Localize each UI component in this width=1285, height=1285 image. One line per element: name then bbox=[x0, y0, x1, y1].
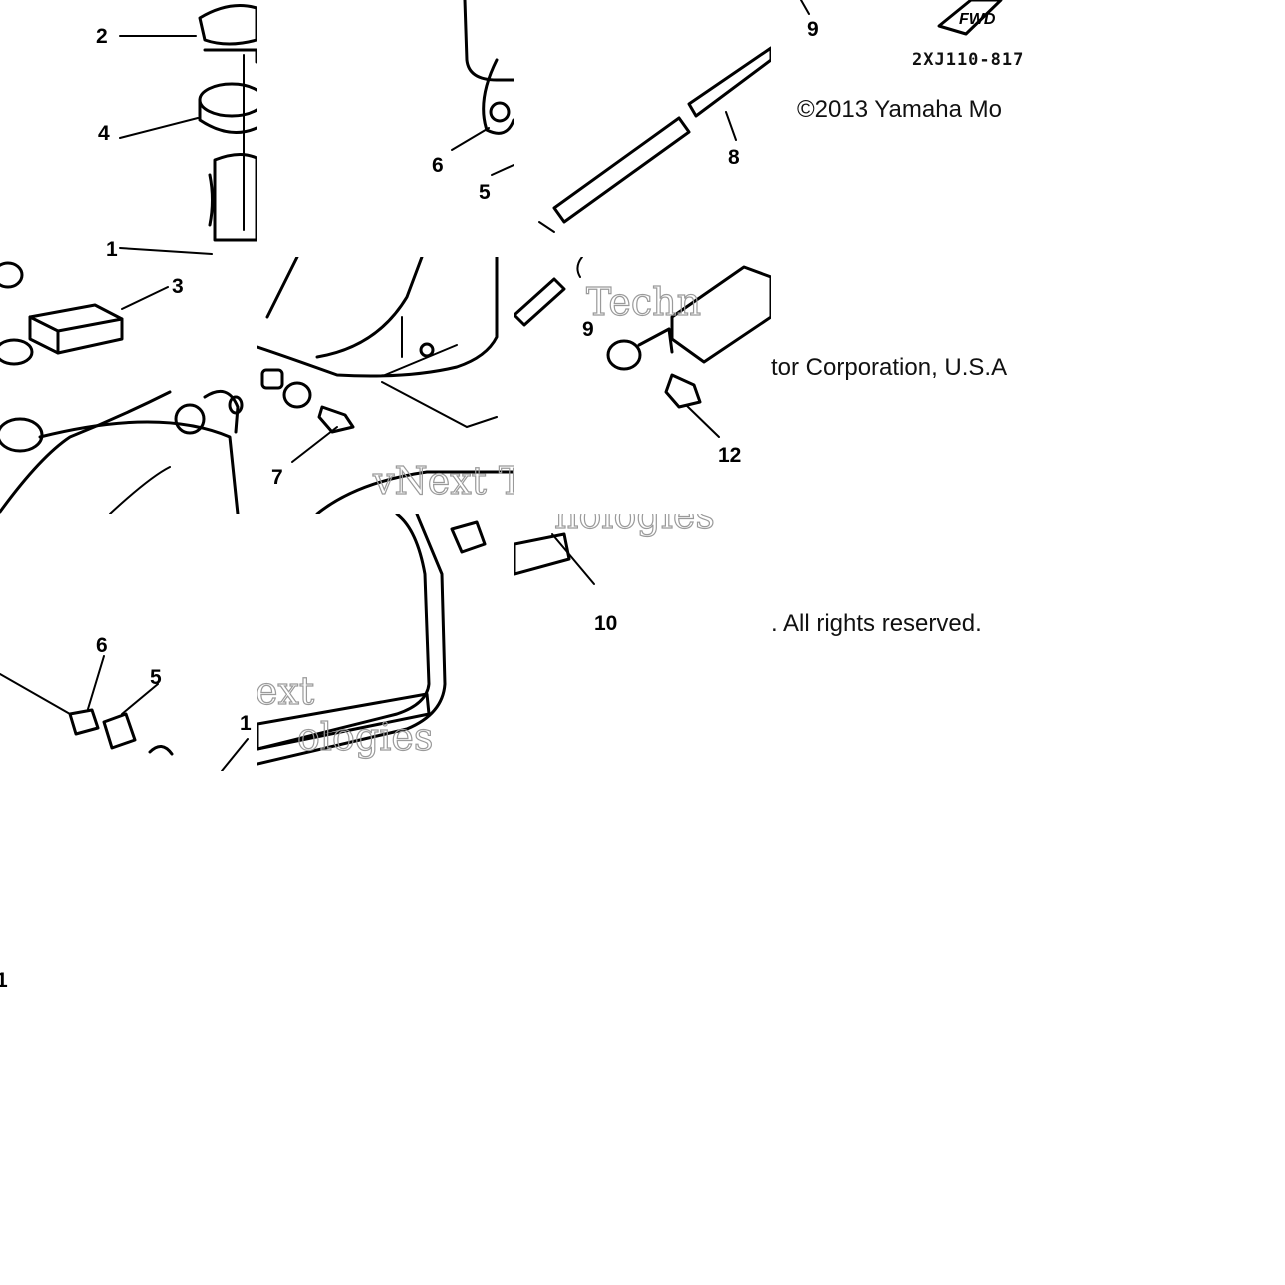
tank-fittings-drawing: 7 vNext Te bbox=[257, 257, 514, 514]
tile-tank-fittings: 7 vNext Te bbox=[257, 257, 514, 514]
tile-bracket: 9 12 Techn bbox=[514, 257, 771, 514]
watermark-fragment-6: nologies bbox=[554, 514, 715, 537]
hose-segment-drawing: 8 bbox=[538, 46, 771, 233]
callout-8: 8 bbox=[728, 146, 740, 169]
callout-6: 6 bbox=[432, 154, 444, 177]
fwd-arrow-drawing: FWD 9 bbox=[800, 0, 1003, 41]
callout-7: 7 bbox=[271, 466, 283, 489]
watermark-fragment-4: ext bbox=[257, 669, 314, 713]
callout-5: 5 bbox=[479, 181, 491, 204]
tile-plate: 10 nologies bbox=[514, 514, 771, 771]
tile-rights: . All rights reserved. bbox=[771, 514, 1028, 771]
tile-hose: 6 5 bbox=[257, 0, 514, 257]
tile-header: FWD 9 2XJ110-817 ©2013 Yamaha Mo bbox=[771, 0, 1028, 257]
callout-10: 10 bbox=[594, 612, 617, 635]
guard-drawing: ext ologies bbox=[257, 514, 487, 766]
copyright-middle: tor Corporation, U.S.A bbox=[771, 354, 1008, 381]
callout-2: 2 bbox=[96, 25, 108, 48]
tile-lower-fittings: 6 5 1 bbox=[0, 514, 257, 771]
callout-3: 3 bbox=[172, 275, 184, 298]
callout-1-bottom: 1 bbox=[0, 969, 8, 992]
hose-drawing: 6 5 bbox=[432, 0, 514, 204]
tile-guard: ext ologies bbox=[257, 514, 514, 771]
drawing-code: 2XJ110-817 bbox=[912, 50, 1025, 70]
callout-9-mid: 9 bbox=[582, 318, 594, 341]
copyright-top: ©2013 Yamaha Mo bbox=[797, 96, 1002, 123]
fuel-cap-drawing: 2 4 1 bbox=[96, 4, 257, 257]
callout-6-lower: 6 bbox=[96, 634, 108, 657]
lower-fittings-drawing: 6 5 1 bbox=[0, 634, 252, 771]
callout-9-top: 9 bbox=[807, 18, 819, 41]
watermark-fragment-1: vNext Te bbox=[372, 459, 514, 503]
callout-1-lower: 1 bbox=[240, 712, 252, 735]
callout-5-lower: 5 bbox=[150, 666, 162, 689]
callout-4: 4 bbox=[98, 122, 110, 145]
tile-tank: 3 bbox=[0, 257, 257, 514]
plate-drawing: 10 nologies bbox=[514, 514, 715, 635]
copyright-bottom: . All rights reserved. bbox=[771, 610, 982, 637]
watermark-fragment-2: Techn bbox=[586, 280, 701, 324]
bottom-left-drawing: 1 bbox=[0, 969, 8, 992]
callout-12: 12 bbox=[718, 444, 741, 467]
tile-bottom-left: 1 bbox=[0, 771, 257, 1028]
callout-1: 1 bbox=[106, 238, 118, 257]
fuel-tank-drawing: 3 bbox=[0, 261, 244, 514]
tile-corp: tor Corporation, U.S.A bbox=[771, 257, 1028, 514]
tile-hose-fwd: 8 bbox=[514, 0, 771, 257]
tile-fuel-cap: 2 4 1 bbox=[0, 0, 257, 257]
bracket-drawing: 9 12 Techn bbox=[514, 257, 771, 467]
watermark-fragment-5: ologies bbox=[297, 715, 433, 759]
fwd-label: FWD bbox=[959, 11, 996, 28]
